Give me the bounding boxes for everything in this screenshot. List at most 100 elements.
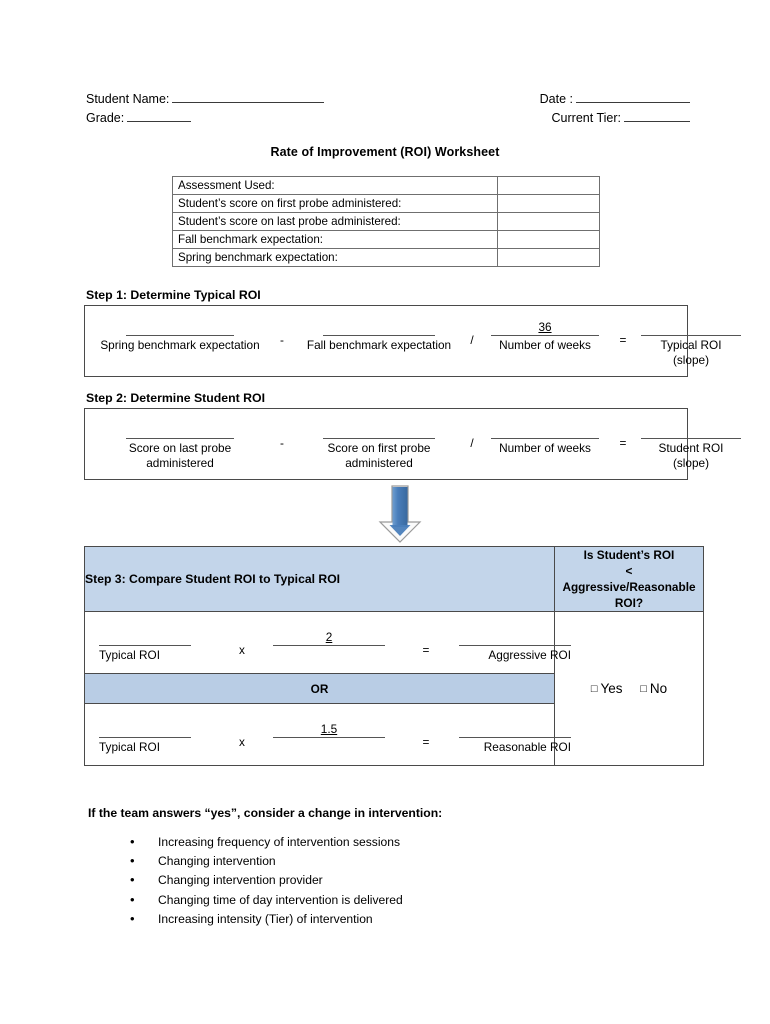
step1-term2-blank[interactable] <box>323 322 435 336</box>
table-row: Spring benchmark expectation: <box>171 248 600 267</box>
step2-term3[interactable]: Number of weeks <box>485 425 605 456</box>
grade-field[interactable]: Grade: <box>86 109 192 128</box>
step2-term3-blank[interactable] <box>491 425 599 439</box>
step1-term4[interactable]: Typical ROI (slope) <box>641 322 741 368</box>
student-name-blank[interactable] <box>172 92 325 103</box>
student-name-field[interactable]: Student Name: <box>86 90 325 109</box>
grade-blank[interactable] <box>127 111 192 122</box>
step1-term4-caption: Typical ROI (slope) <box>660 338 722 367</box>
aggressive-typical-roi-blank[interactable] <box>99 632 191 646</box>
list-item: Changing time of day intervention is del… <box>130 890 403 910</box>
reasonable-multiplier-value: 1.5 <box>320 722 338 736</box>
aggressive-multiplier-blank[interactable]: 2 <box>273 630 385 646</box>
reasonable-typical-roi[interactable]: Typical ROI <box>99 724 211 755</box>
aggressive-multiplier[interactable]: 2 <box>273 630 393 648</box>
step2-term2-caption: Score on first probe administered <box>327 441 431 470</box>
assessment-info-table: Assessment Used: Student’s score on firs… <box>171 176 600 267</box>
yes-no-cell: □Yes □No <box>554 611 704 766</box>
or-divider-label: OR <box>84 673 555 704</box>
step2-term2-blank[interactable] <box>323 425 435 439</box>
step1-term1-blank[interactable] <box>126 322 234 336</box>
reasonable-operator-equals: = <box>422 735 430 749</box>
list-item: Changing intervention <box>130 851 403 871</box>
date-label: Date : <box>539 92 573 106</box>
step1-term4-blank[interactable] <box>641 322 741 336</box>
table-row: Assessment Used: <box>171 176 600 195</box>
header-fields: Student Name: Date : Grade: Current Tier… <box>86 90 690 128</box>
header-row-2: Grade: Current Tier: <box>86 109 690 128</box>
reasonable-result-blank[interactable] <box>459 724 571 738</box>
grade-label: Grade: <box>86 111 125 125</box>
step1-operator-divide: / <box>470 333 474 347</box>
date-blank[interactable] <box>576 92 690 103</box>
aggressive-typical-roi-caption: Typical ROI <box>99 648 160 662</box>
down-arrow-icon <box>370 484 430 546</box>
info-label: Spring benchmark expectation: <box>171 248 499 267</box>
step3-or-row: OR <box>84 673 704 704</box>
info-value[interactable] <box>497 212 600 231</box>
step2-term1-caption: Score on last probe administered <box>128 441 232 470</box>
step1-heading: Step 1: Determine Typical ROI <box>86 288 261 302</box>
yes-option[interactable]: □Yes <box>591 681 623 696</box>
date-field[interactable]: Date : <box>540 90 690 109</box>
step2-operator-minus: - <box>280 436 284 450</box>
reasonable-formula: Typical ROI x 1.5 = Reasonable ROI <box>85 710 571 759</box>
step3-heading: Step 3: Compare Student ROI to Typical R… <box>84 546 555 612</box>
current-tier-field[interactable]: Current Tier: <box>552 109 690 128</box>
table-row: Fall benchmark expectation: <box>171 230 600 249</box>
checkbox-icon[interactable]: □ <box>640 683 647 695</box>
list-item: Increasing frequency of intervention ses… <box>130 832 403 852</box>
step2-term1[interactable]: Score on last probe administered <box>95 425 265 471</box>
step1-formula: Spring benchmark expectation - Fall benc… <box>85 306 741 374</box>
intervention-note: If the team answers “yes”, consider a ch… <box>88 806 443 820</box>
aggressive-typical-roi[interactable]: Typical ROI <box>99 632 211 663</box>
aggressive-formula: Typical ROI x 2 = Aggressive ROI <box>85 618 571 667</box>
step1-weeks-value: 36 <box>538 320 552 334</box>
aggressive-result-blank[interactable] <box>459 632 571 646</box>
no-label: No <box>649 681 668 696</box>
step2-term2[interactable]: Score on first probe administered <box>299 425 459 471</box>
current-tier-label: Current Tier: <box>551 111 621 125</box>
info-value[interactable] <box>497 194 600 213</box>
step3-question-header: Is Student’s ROI < Aggressive/Reasonable… <box>554 546 704 612</box>
reasonable-typical-roi-caption: Typical ROI <box>99 740 160 754</box>
reasonable-multiplier-blank[interactable]: 1.5 <box>273 722 385 738</box>
info-label: Student’s score on first probe administe… <box>171 194 499 213</box>
question-line-2: < <box>625 564 633 578</box>
aggressive-operator-multiply: x <box>239 643 245 657</box>
aggressive-result-caption: Aggressive ROI <box>488 648 571 662</box>
step2-operator-equals: = <box>619 436 627 450</box>
list-item: Increasing intensity (Tier) of intervent… <box>130 909 403 929</box>
info-value[interactable] <box>497 176 600 195</box>
info-label: Student’s score on last probe administer… <box>171 212 499 231</box>
info-value[interactable] <box>497 230 600 249</box>
step2-term4[interactable]: Student ROI (slope) <box>641 425 741 471</box>
step1-term2[interactable]: Fall benchmark expectation <box>299 322 459 353</box>
step2-operator-divide: / <box>470 436 474 450</box>
step2-term4-blank[interactable] <box>641 425 741 439</box>
step3-table: Step 3: Compare Student ROI to Typical R… <box>84 546 704 766</box>
no-option[interactable]: □No <box>640 681 667 696</box>
step2-term4-caption: Student ROI (slope) <box>658 441 724 470</box>
step1-term3-blank[interactable]: 36 <box>491 320 599 336</box>
step2-term1-blank[interactable] <box>126 425 234 439</box>
current-tier-blank[interactable] <box>624 111 690 122</box>
list-item: Changing intervention provider <box>130 870 403 890</box>
aggressive-operator-equals: = <box>422 643 430 657</box>
info-label: Fall benchmark expectation: <box>171 230 499 249</box>
checkbox-icon[interactable]: □ <box>590 683 598 695</box>
aggressive-result[interactable]: Aggressive ROI <box>459 632 571 663</box>
info-value[interactable] <box>497 248 600 267</box>
step1-term3[interactable]: 36 Number of weeks <box>485 320 605 353</box>
reasonable-result[interactable]: Reasonable ROI <box>459 724 571 755</box>
step1-term3-caption: Number of weeks <box>499 338 591 352</box>
step1-term1[interactable]: Spring benchmark expectation <box>95 322 265 353</box>
reasonable-multiplier[interactable]: 1.5 <box>273 722 393 740</box>
step1-operator-minus: - <box>280 333 284 347</box>
reasonable-typical-roi-blank[interactable] <box>99 724 191 738</box>
reasonable-operator-multiply: x <box>239 735 245 749</box>
step1-term2-caption: Fall benchmark expectation <box>306 338 452 352</box>
aggressive-multiplier-value: 2 <box>325 630 333 644</box>
step1-term1-caption: Spring benchmark expectation <box>100 338 260 352</box>
